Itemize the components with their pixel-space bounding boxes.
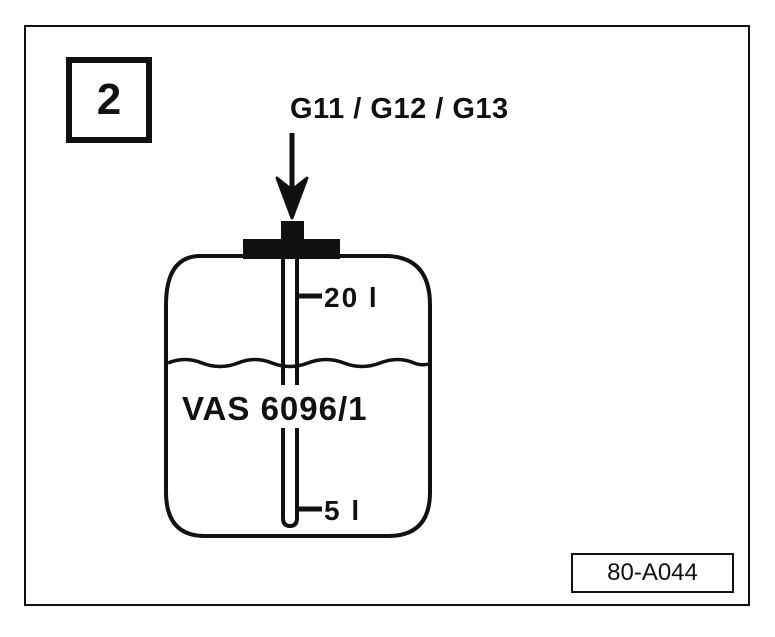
coolant-type-label: G11 / G12 / G13	[290, 93, 509, 125]
figure-frame	[24, 25, 750, 606]
container-label: VAS 6096/1	[182, 390, 368, 427]
scale-mark-upper: 20 l	[297, 282, 379, 313]
dip-tube	[281, 244, 299, 529]
container-body	[164, 254, 432, 538]
container-cap	[243, 221, 340, 259]
scale-mark-lower-label: 5 l	[324, 495, 361, 526]
reference-code: 80-A044	[607, 559, 698, 586]
fill-arrow-icon	[275, 133, 309, 220]
step-number-box: 2	[66, 57, 152, 143]
liquid-level-line	[167, 357, 429, 369]
reference-code-box: 80-A044	[571, 553, 734, 593]
scale-mark-upper-label: 20 l	[324, 282, 379, 313]
scale-mark-lower: 5 l	[297, 495, 361, 526]
step-number: 2	[96, 75, 122, 124]
